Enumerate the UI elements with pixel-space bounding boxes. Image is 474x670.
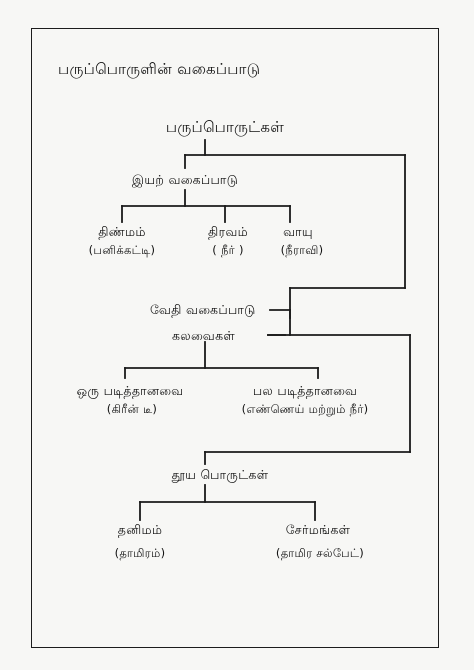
node-liquid: திரவம் xyxy=(208,224,248,239)
node-mixtures: கலவைகள் xyxy=(172,328,235,343)
example-copper-sulphate: (தாமிர சல்பேட்) xyxy=(275,546,365,560)
example-water: ( நீர் ) xyxy=(212,243,244,257)
node-chemical-classification: வேதி வகைப்பாடு xyxy=(150,302,256,317)
node-solid: திண்மம் xyxy=(98,224,146,239)
node-compounds: சேர்மங்கள் xyxy=(285,522,351,537)
example-copper: (தாமிரம்) xyxy=(114,546,166,560)
node-heterogeneous: பல படித்தானவை xyxy=(252,383,358,398)
node-pure-substances: தூய பொருட்கள் xyxy=(171,467,269,482)
example-oil-and-water: (எண்ணெய் மற்றும் நீர்) xyxy=(241,402,369,416)
page-border xyxy=(31,28,439,648)
example-green-tea: (கிரீன் டீ) xyxy=(106,402,158,416)
node-matter: பருப்பொருட்கள் xyxy=(165,118,285,136)
example-steam: (நீராவி) xyxy=(280,243,324,257)
node-physical-classification: இயற் வகைப்பாடு xyxy=(131,172,239,187)
node-homogeneous: ஒரு படித்தானவை xyxy=(76,383,184,398)
example-ice: (பனிக்கட்டி) xyxy=(88,243,156,257)
node-element: தனிமம் xyxy=(117,522,163,537)
diagram-heading: பருப்பொருளின் வகைப்பாடு xyxy=(58,60,261,78)
node-gas: வாயு xyxy=(283,224,313,239)
